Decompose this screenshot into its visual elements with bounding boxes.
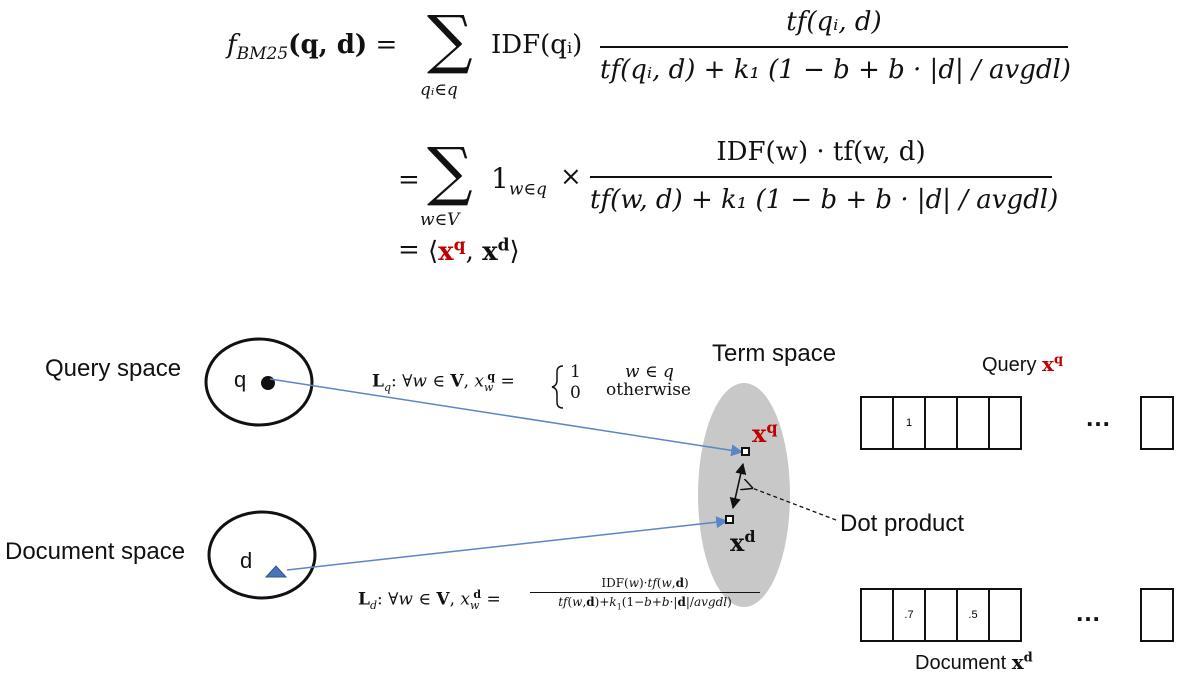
lhs-args: (q, d) <box>288 30 368 60</box>
query-vector-last <box>1140 396 1174 450</box>
fraction-bar-2 <box>590 176 1052 178</box>
ip-xq: xq <box>438 235 466 267</box>
document-vector-cells: .7 .5 <box>860 588 1022 642</box>
document-triangle <box>264 565 288 578</box>
lhs-f: f <box>227 30 237 60</box>
numerator-1: tf(qᵢ, d) <box>786 7 882 37</box>
document-space-ellipse <box>207 510 317 600</box>
fraction-bar-1 <box>600 46 1068 48</box>
sum-sub-1: qᵢ∈q <box>420 80 458 100</box>
lq-case-2-cond: otherwise <box>606 380 691 400</box>
doc-cell-last <box>1140 588 1174 642</box>
lq-case-1: 1 <box>570 362 581 382</box>
query-space-label: Query space <box>45 355 182 382</box>
doc-cell-2: .7 <box>892 588 926 642</box>
dot-product-label: Dot product <box>840 510 965 537</box>
inner-product: ⟨xq, xd⟩ <box>428 235 520 267</box>
idf-term: IDF(qᵢ) <box>491 30 583 60</box>
doc-cell-5 <box>988 588 1022 642</box>
document-mapping-arrow <box>286 516 729 571</box>
times-sign: × <box>560 162 582 192</box>
dot-product-pointer <box>752 488 837 521</box>
query-space-ellipse <box>204 337 314 427</box>
cases-brace <box>551 365 564 409</box>
formula-lhs: fBM25(q, d) = <box>227 30 397 64</box>
sum-sign-1: ∑ <box>427 3 473 77</box>
sum-sign-2: ∑ <box>427 135 473 209</box>
fraction-1: tf(qᵢ, d) tf(qᵢ, d) + k₁ (1 − b + b · |d… <box>600 0 1071 92</box>
eq-sign-1: = <box>375 30 398 60</box>
query-ellipsis: … <box>1085 402 1111 432</box>
eq-sign-2: = <box>398 165 420 195</box>
sum-sub-2: w∈V <box>420 210 460 230</box>
xq-label: xq <box>752 418 778 448</box>
ld-numerator: IDF(w)·tf(w,d) <box>601 576 689 590</box>
term-space-label: Term space <box>712 340 837 367</box>
denominator-1: tf(qᵢ, d) + k₁ (1 − b + b · |d| / avgdl) <box>600 55 1071 85</box>
query-cell-2: 1 <box>892 396 926 450</box>
denominator-2: tf(w, d) + k₁ (1 − b + b · |d| / avgdl) <box>590 185 1059 215</box>
fraction-2: IDF(w) · tf(w, d) tf(w, d) + k₁ (1 − b +… <box>590 130 1059 222</box>
doc-cell-1 <box>860 588 894 642</box>
query-cell-4 <box>956 396 990 450</box>
query-point <box>261 376 275 390</box>
query-cell-5 <box>988 396 1022 450</box>
indicator-sub: w∈q <box>508 179 547 200</box>
document-ellipsis: … <box>1075 597 1101 627</box>
query-symbol: q <box>234 367 247 392</box>
xd-label: xd <box>730 527 756 557</box>
indicator-one: 1 <box>491 162 509 195</box>
ld-fraction: IDF(w)·tf(w,d) tf(w,d)+k1(1−b+b·|d|/avgd… <box>530 576 760 611</box>
document-symbol: d <box>240 548 253 573</box>
query-cell-1 <box>860 396 894 450</box>
document-space-label: Document space <box>5 538 186 565</box>
similarity-arrow <box>729 462 747 510</box>
ld-denominator: tf(w,d)+k1(1−b+b·|d|/avgdl) <box>530 592 760 611</box>
lq-case-2: 0 <box>570 383 581 403</box>
indicator: 1w∈q <box>491 162 547 200</box>
eq-sign-3: = <box>398 235 420 265</box>
term-space-ellipse <box>698 383 790 607</box>
lhs-sub: BM25 <box>236 44 289 65</box>
document-vector-title: Document xd <box>915 650 1033 674</box>
ld-formula-lhs: Ld: ∀w ∈ V, xwd = <box>358 588 501 613</box>
doc-cell-3 <box>924 588 958 642</box>
query-mapping-arrow <box>269 378 744 457</box>
doc-cell-4: .5 <box>956 588 990 642</box>
query-cell-3 <box>924 396 958 450</box>
document-vector-last <box>1140 588 1174 642</box>
query-vector-cells: 1 <box>860 396 1022 450</box>
query-vector-title: Query xq <box>982 352 1064 376</box>
xd-point <box>725 515 734 524</box>
query-cell-last <box>1140 396 1174 450</box>
lq-case-1-cond: w ∈ q <box>625 362 674 382</box>
lq-formula: Lq: ∀w ∈ V, xwq = <box>372 370 515 395</box>
lq-case1-val: 1 <box>570 362 581 382</box>
xq-point <box>741 447 750 456</box>
numerator-2: IDF(w) · tf(w, d) <box>716 137 926 167</box>
ip-xd: xd <box>482 235 510 267</box>
